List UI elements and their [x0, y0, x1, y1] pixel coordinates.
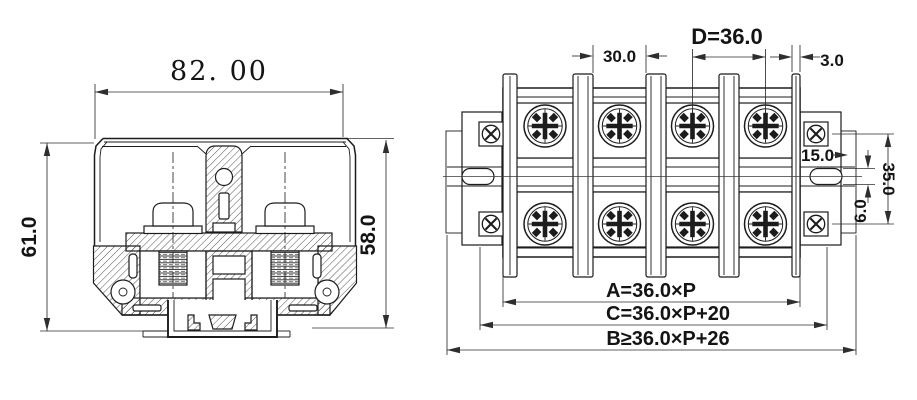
- center-post: [196, 145, 252, 233]
- barrier: [791, 73, 801, 278]
- center-window-top: [212, 255, 246, 275]
- side-bracket-left: [445, 130, 463, 234]
- dim-formula-c-label: C=36.0×P+20: [606, 303, 730, 325]
- wall-slot-left: [128, 253, 138, 279]
- dim-slot-offset: 15.0: [799, 146, 848, 165]
- dim-pole-gap-label: 30.0: [603, 47, 636, 66]
- dim-overall-width: 82. 00: [94, 56, 344, 139]
- front-cover: [93, 137, 357, 246]
- din-rail-channel: [142, 300, 291, 338]
- pole-screw: [599, 203, 641, 245]
- dim-formula-b-label: B≥36.0×P+26: [606, 328, 729, 350]
- dim-pole-gap: 30.0: [572, 45, 667, 73]
- dim-barrier-thickness: 3.0: [770, 45, 844, 72]
- base-slot-right: [288, 304, 318, 312]
- post-hole: [214, 167, 234, 187]
- pole-screw: [672, 203, 714, 245]
- front-view: 82. 00 61.0 58.0: [18, 56, 394, 338]
- mount-hole-left: [110, 279, 136, 305]
- wall-slot-right: [312, 253, 322, 279]
- dim-formula-a-label: A=36.0×P: [606, 280, 696, 302]
- dim-overall-width-label: 82. 00: [170, 56, 268, 87]
- flange-screw: [481, 214, 501, 234]
- barrier: [502, 73, 518, 278]
- mount-hole-right: [314, 279, 340, 305]
- dim-slot-height: 6.0: [843, 150, 875, 223]
- base-slot-left: [132, 304, 162, 312]
- dim-formula-a: A=36.0×P: [502, 259, 801, 307]
- flange-screw: [806, 214, 826, 234]
- dim-formula-b: B≥36.0×P+26: [446, 235, 857, 355]
- flange-screw: [806, 124, 826, 144]
- dim-barrier-thickness-label: 3.0: [820, 51, 844, 70]
- barrier: [572, 73, 594, 278]
- pole-screw: [599, 105, 641, 147]
- post-slot: [218, 192, 230, 220]
- dim-slot-offset-label: 15.0: [801, 146, 834, 165]
- mount-hole-left-center: [118, 287, 128, 297]
- pole-screw: [672, 105, 714, 147]
- dim-total-height: 61.0: [18, 142, 143, 332]
- barrier: [718, 73, 740, 278]
- pole-screw: [745, 105, 787, 147]
- dim-total-height-label: 61.0: [18, 217, 41, 258]
- terminal-bar: [125, 232, 333, 252]
- pole-screw: [524, 105, 566, 147]
- dim-body-height: 58.0: [312, 138, 394, 329]
- dim-pitch: D=36.0: [691, 24, 766, 111]
- dim-mount-hole-span-label: 35.0: [879, 162, 898, 195]
- pole-screw: [745, 203, 787, 245]
- barrier: [645, 73, 667, 278]
- dim-pitch-label: D=36.0: [691, 24, 763, 49]
- pole-screw: [524, 203, 566, 245]
- dim-slot-height-label: 6.0: [851, 199, 870, 223]
- dim-formula-c: C=36.0×P+20: [479, 247, 828, 330]
- dim-body-height-label: 58.0: [357, 215, 380, 256]
- mount-hole-right-center: [322, 287, 332, 297]
- top-view: 30.0 D=36.0 3.0 15.0: [443, 24, 898, 355]
- flange-screw: [481, 124, 501, 144]
- dim-mount-hole-span: 35.0: [832, 133, 898, 225]
